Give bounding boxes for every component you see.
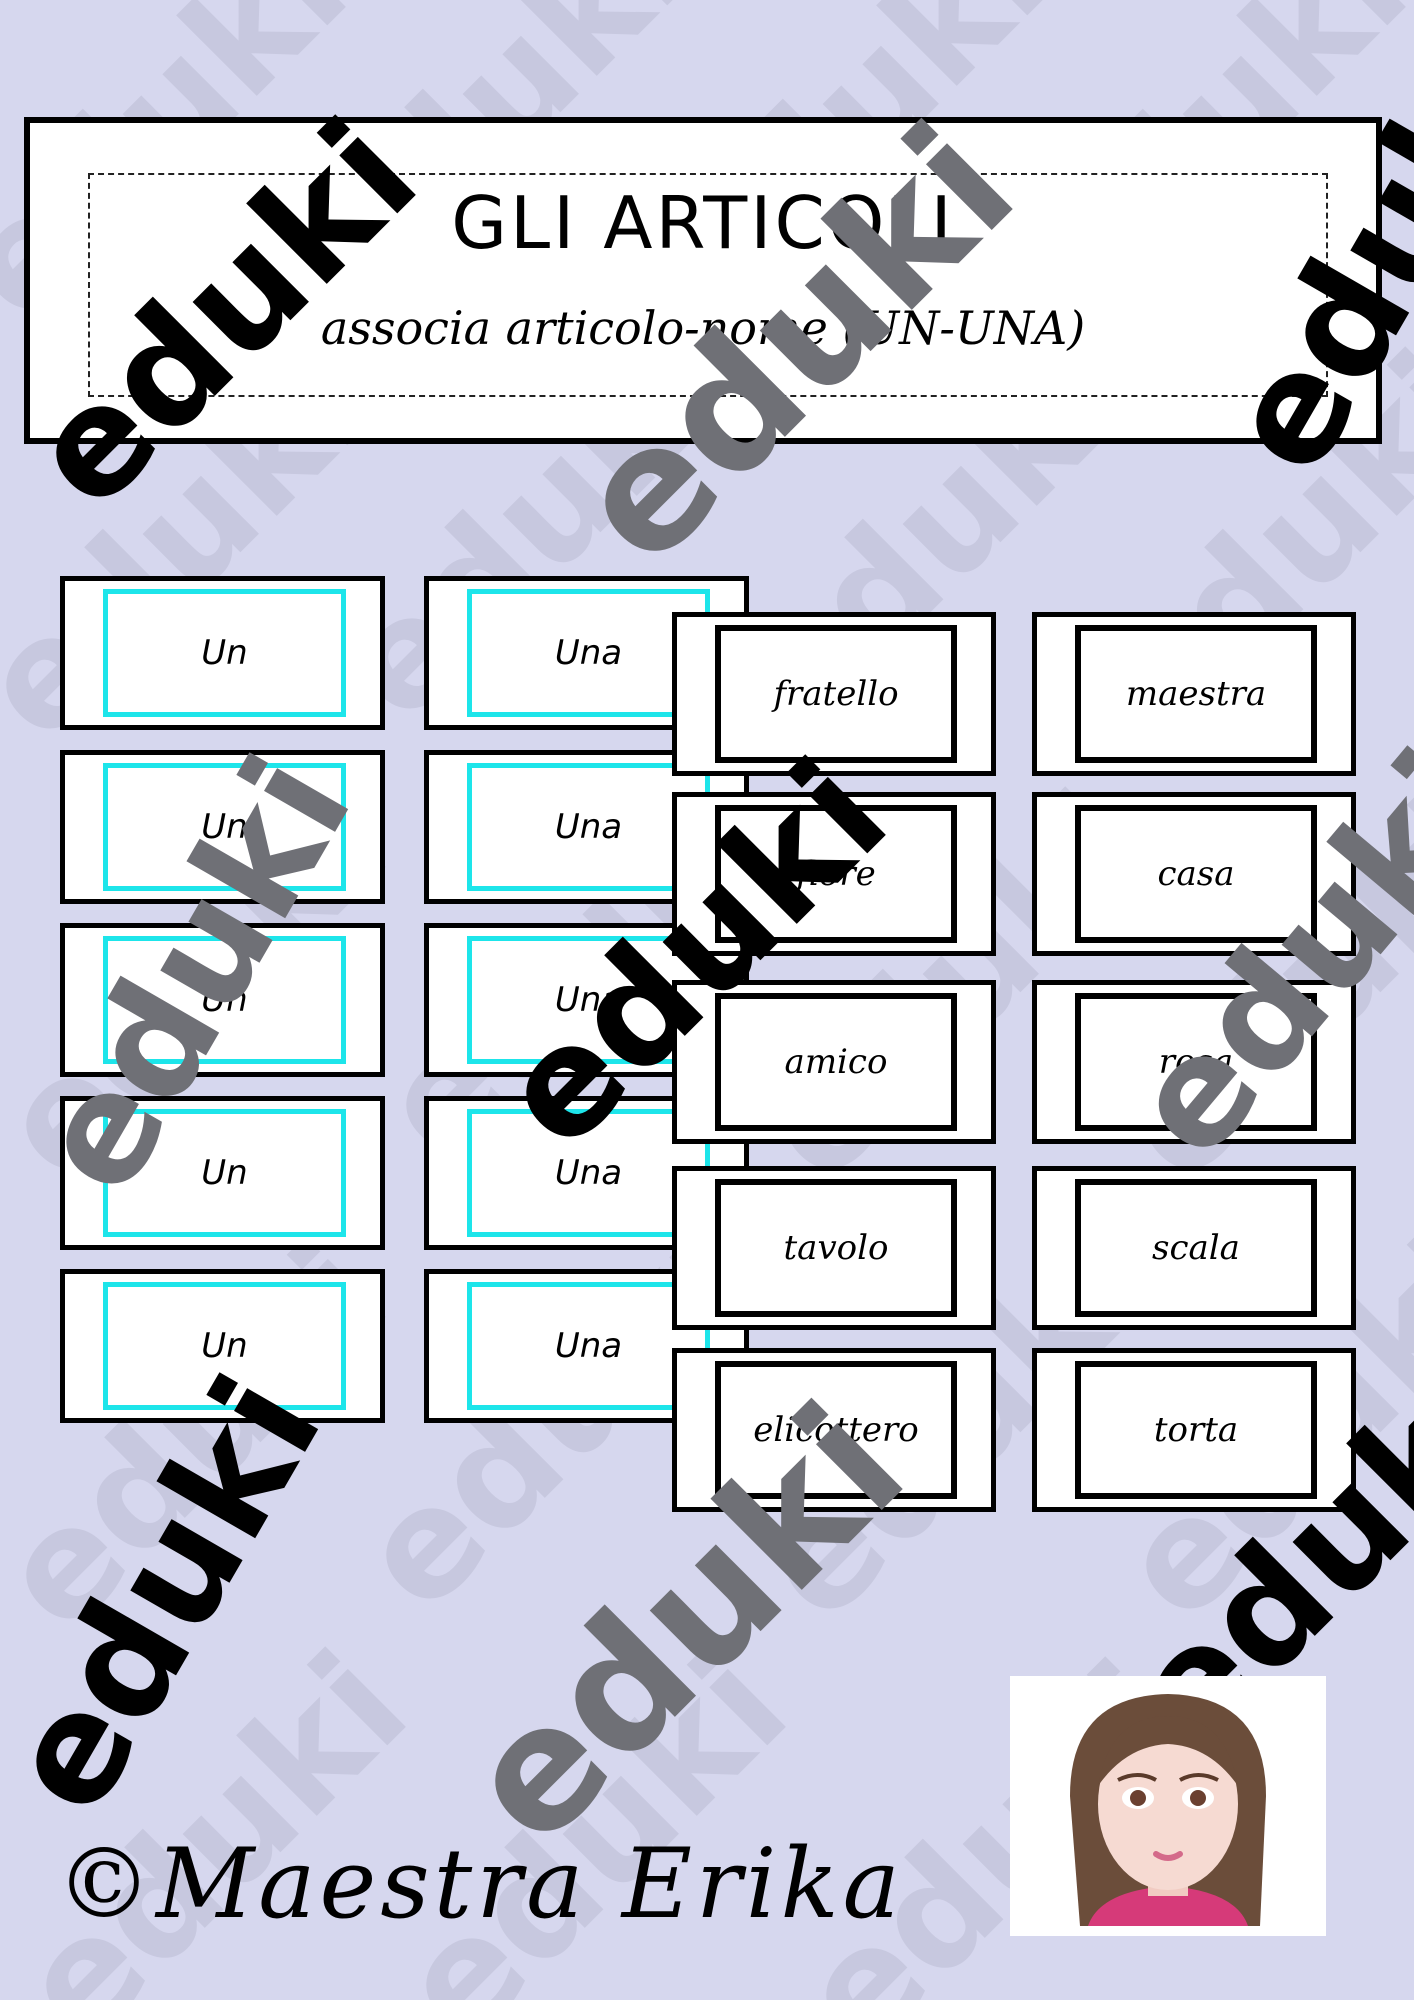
article-label: Un [103, 763, 346, 891]
noun-label: elicottero [715, 1361, 957, 1499]
noun-label: rosa [1075, 993, 1317, 1131]
watermark-text: eduki [366, 1620, 821, 2000]
noun-label: scala [1075, 1179, 1317, 1317]
article-label: Una [467, 1282, 710, 1410]
noun-card[interactable]: torta [1032, 1348, 1356, 1512]
page-subtitle: associa articolo-nome (UN-UNA) [320, 301, 1086, 355]
noun-card[interactable]: rosa [1032, 980, 1356, 1144]
noun-card[interactable]: tavolo [672, 1166, 996, 1330]
article-card-un[interactable]: Un [60, 1269, 385, 1423]
article-label: Un [103, 1282, 346, 1410]
author-signature: ©Maestra Erika [56, 1828, 904, 1940]
noun-card[interactable]: elicottero [672, 1348, 996, 1512]
article-card-un[interactable]: Un [60, 750, 385, 904]
noun-card[interactable]: amico [672, 980, 996, 1144]
girl-avatar-icon [1070, 1694, 1266, 1926]
title-box: GLI ARTICOLI associa articolo-nome (UN-U… [24, 117, 1382, 444]
noun-label: fratello [715, 625, 957, 763]
article-card-un[interactable]: Un [60, 576, 385, 730]
article-label: Un [103, 589, 346, 717]
noun-card[interactable]: fiore [672, 792, 996, 956]
noun-card[interactable]: casa [1032, 792, 1356, 956]
noun-card[interactable]: fratello [672, 612, 996, 776]
noun-label: maestra [1075, 625, 1317, 763]
article-card-un[interactable]: Un [60, 923, 385, 1077]
noun-card[interactable]: maestra [1032, 612, 1356, 776]
noun-label: casa [1075, 805, 1317, 943]
title-dashed-border [88, 173, 1328, 397]
noun-label: tavolo [715, 1179, 957, 1317]
article-card-un[interactable]: Un [60, 1096, 385, 1250]
noun-label: fiore [715, 805, 957, 943]
article-label: Un [103, 936, 346, 1064]
watermark-text: eduki [0, 1620, 441, 2000]
noun-label: torta [1075, 1361, 1317, 1499]
author-avatar [1010, 1676, 1326, 1936]
page-title: GLI ARTICOLI [451, 181, 955, 265]
article-label: Un [103, 1109, 346, 1237]
watermark-text: eduki [0, 1349, 356, 1841]
noun-card[interactable]: scala [1032, 1166, 1356, 1330]
noun-label: amico [715, 993, 957, 1131]
